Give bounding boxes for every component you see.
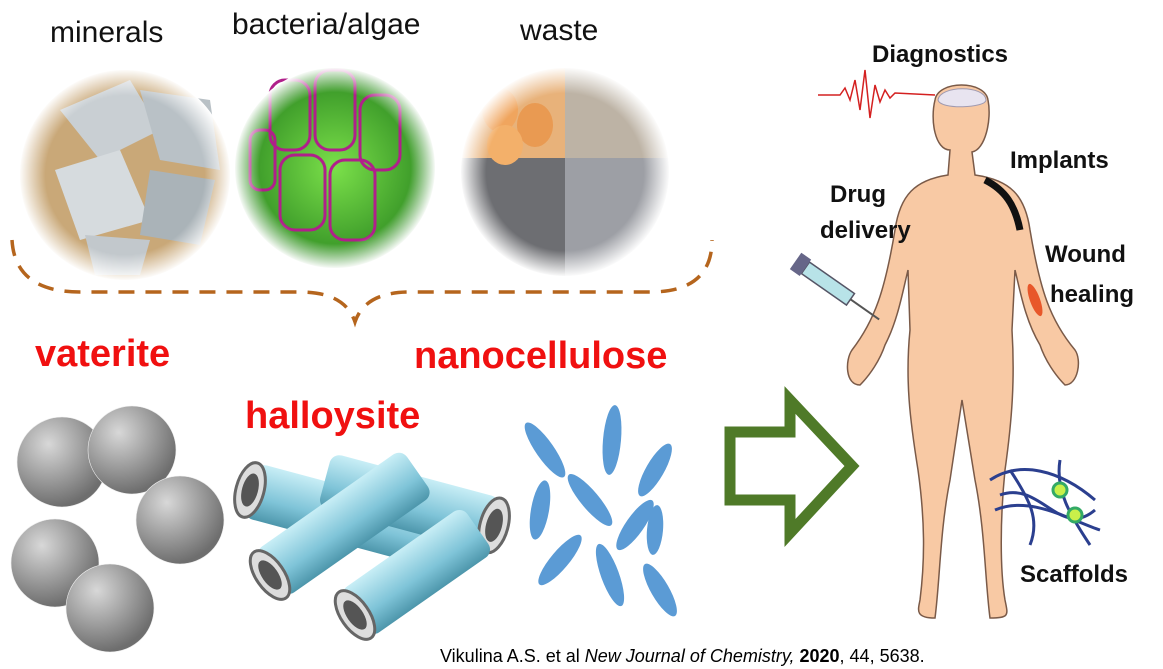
- label-halloysite: halloysite: [245, 395, 420, 437]
- arrow-icon: [724, 386, 860, 548]
- grouping-brace: [10, 239, 714, 328]
- ecg-signal: [818, 69, 936, 119]
- waste-image: [460, 67, 670, 277]
- syringe-icon: [789, 252, 880, 321]
- label-bacteria-algae: bacteria/algae: [232, 8, 420, 41]
- label-drug: Drug: [830, 181, 886, 208]
- minerals-image: [19, 69, 231, 281]
- label-minerals: minerals: [50, 16, 163, 49]
- label-healing: healing: [1050, 281, 1134, 308]
- citation-year: 2020: [795, 646, 840, 666]
- label-scaffolds: Scaffolds: [1020, 561, 1128, 588]
- brain-icon: [937, 88, 987, 108]
- citation-journal: New Journal of Chemistry,: [585, 646, 795, 666]
- citation-rest: , 44, 5638.: [840, 646, 925, 666]
- halloysite-tubes: [233, 452, 511, 641]
- label-diagnostics: Diagnostics: [872, 41, 1008, 68]
- label-wound: Wound: [1045, 241, 1126, 268]
- vaterite-spheres: [10, 405, 225, 653]
- citation-authors: Vikulina A.S. et al: [440, 646, 585, 666]
- label-waste: waste: [519, 14, 598, 47]
- citation: Vikulina A.S. et al New Journal of Chemi…: [440, 646, 925, 666]
- label-implants: Implants: [1010, 147, 1109, 174]
- nanocellulose-fibers: [524, 405, 677, 617]
- wound-icon: [1027, 283, 1043, 317]
- bacteria-algae-image: [234, 67, 436, 269]
- label-nanocellulose: nanocellulose: [414, 335, 667, 377]
- label-vaterite: vaterite: [35, 333, 170, 375]
- scaffold-mesh: [989, 459, 1101, 546]
- implant-icon: [983, 176, 1024, 231]
- label-delivery: delivery: [820, 217, 911, 244]
